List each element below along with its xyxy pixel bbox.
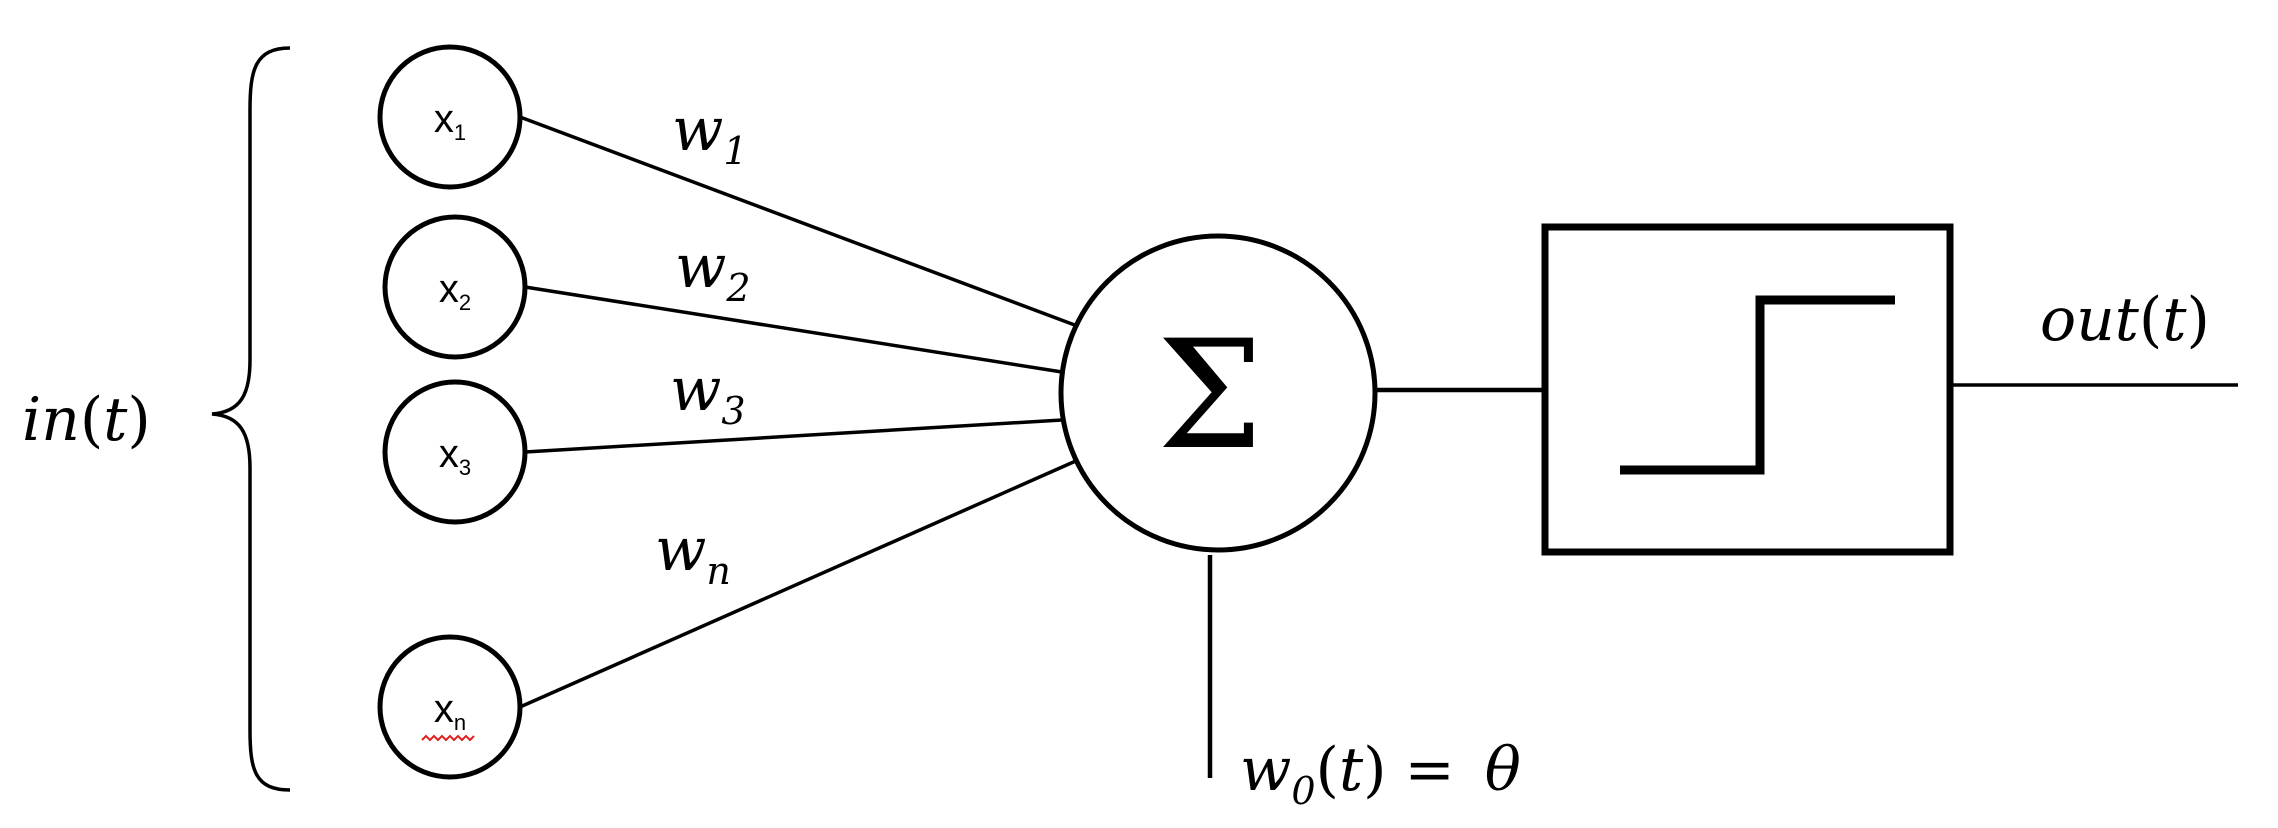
input-node-3-label: x [439, 432, 459, 476]
weight-label-3: w3 [670, 355, 746, 433]
input-node-1: x1 [377, 44, 523, 190]
weight-label-1: w1 [672, 95, 748, 173]
output-label: out(t) [2040, 285, 2210, 355]
input-node-1-label: x [434, 97, 454, 141]
edge-xn [519, 458, 1079, 709]
svg-text:x3: x3 [439, 432, 471, 480]
input-node-3: x3 [382, 379, 528, 525]
bias-label: w0(t)=θ [1240, 735, 1521, 813]
activation-box [1541, 223, 1954, 556]
summation-node: Σ [1058, 233, 1378, 553]
input-node-n: xn [377, 634, 523, 780]
svg-text:xn: xn [434, 687, 466, 735]
edge-x2 [524, 285, 1063, 374]
step-function-icon [1620, 295, 1895, 475]
svg-text:x1: x1 [434, 97, 466, 145]
input-group-label: in(t) [22, 385, 151, 455]
edge-x3 [524, 418, 1063, 454]
weight-label-2: w2 [675, 232, 751, 310]
input-node-2: x2 [382, 214, 528, 360]
svg-text:x2: x2 [439, 267, 471, 315]
input-node-2-label: x [439, 267, 459, 311]
edge-x1 [519, 115, 1081, 329]
spellcheck-underline [421, 734, 475, 742]
input-node-n-label: x [434, 687, 454, 731]
summation-symbol: Σ [1157, 309, 1263, 483]
weight-label-n: wn [655, 515, 731, 593]
input-brace [211, 46, 291, 792]
